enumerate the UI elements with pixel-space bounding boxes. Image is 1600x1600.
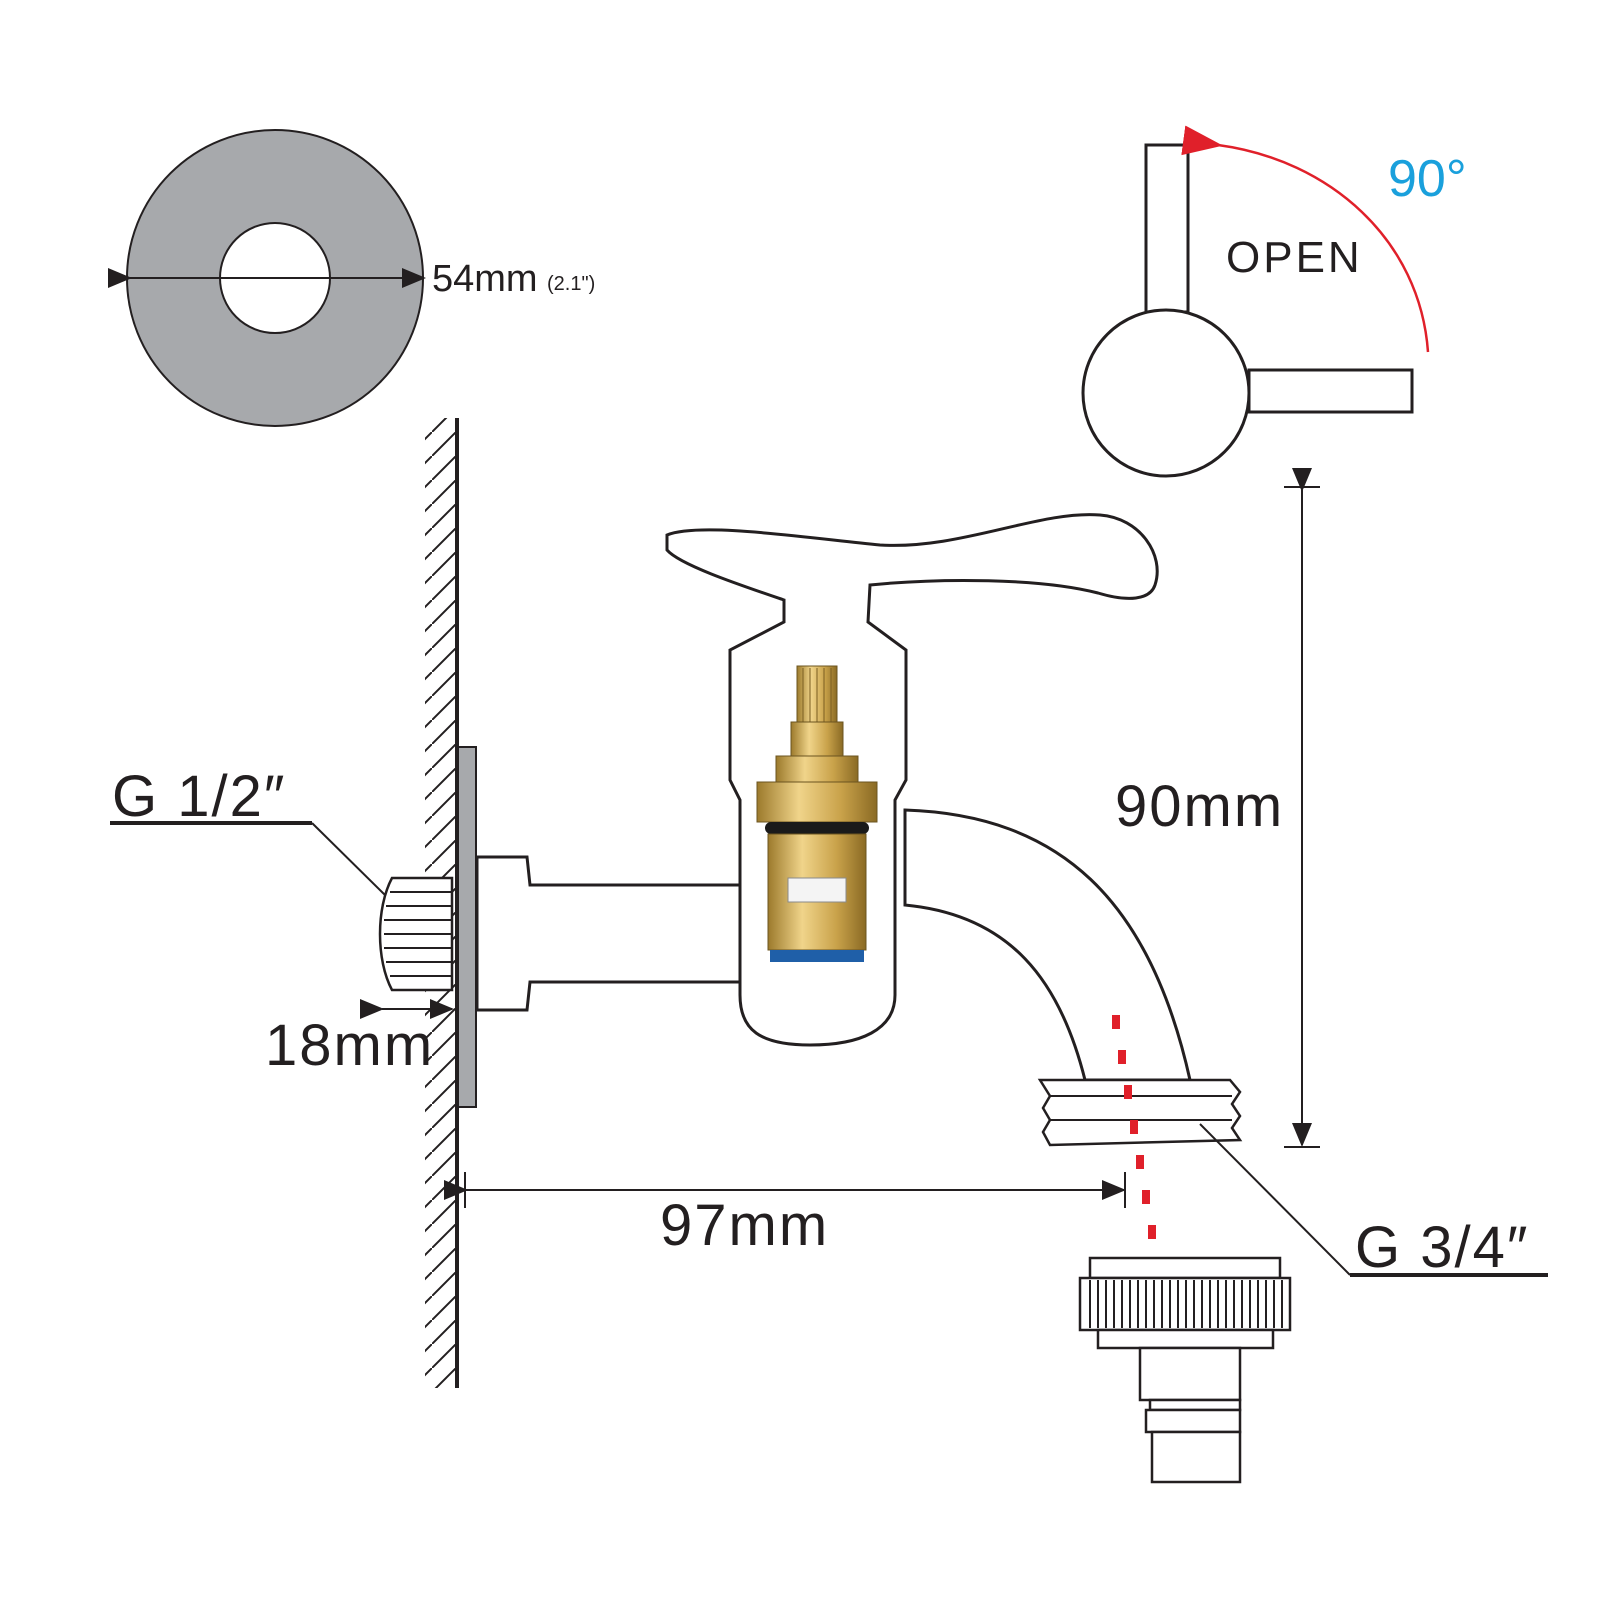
outlet-thread bbox=[1037, 1078, 1243, 1147]
outlet-thread-label: G 3/4″ bbox=[1355, 1215, 1529, 1280]
height-label: 90mm bbox=[1115, 774, 1284, 839]
inlet-thread-label: G 1/2″ bbox=[112, 764, 286, 829]
inlet-leader-line bbox=[311, 822, 386, 896]
inlet-length-label: 18mm bbox=[265, 1013, 434, 1078]
inlet-thread bbox=[378, 876, 454, 992]
outlet-leader-line bbox=[1199, 1123, 1351, 1276]
projection-label: 97mm bbox=[660, 1193, 829, 1258]
open-label: OPEN bbox=[1226, 233, 1363, 282]
water-flow-dots bbox=[1112, 1015, 1156, 1239]
handle-rotation-view bbox=[1081, 125, 1430, 478]
rotation-angle-label: 90° bbox=[1388, 150, 1467, 208]
flange-diameter-label: 54mm bbox=[432, 258, 538, 300]
brass-cartridge bbox=[756, 665, 878, 962]
flange-diameter-inch-label: (2.1") bbox=[547, 273, 595, 295]
flange-top-view bbox=[108, 129, 426, 427]
flange-side bbox=[457, 746, 477, 1108]
hose-connector bbox=[1078, 1256, 1292, 1484]
